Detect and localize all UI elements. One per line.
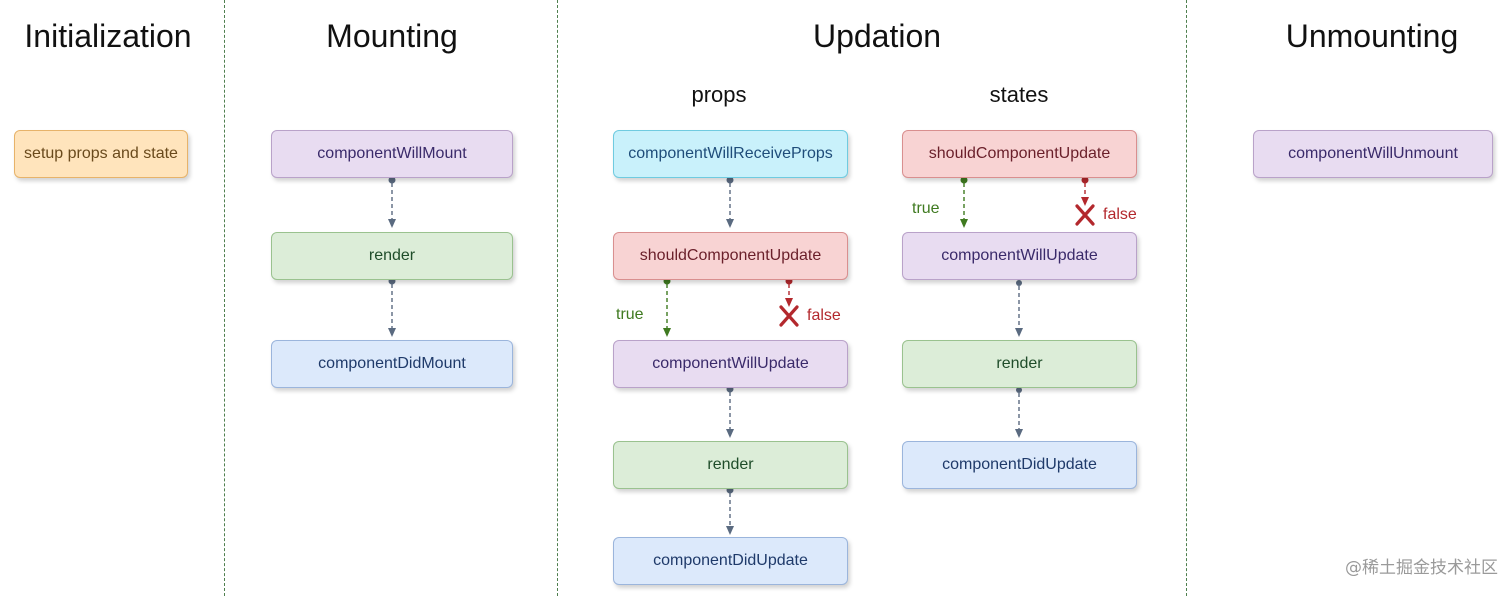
box-setup-props-state: setup props and state — [14, 130, 188, 178]
divider-2 — [557, 0, 558, 596]
box-states-component-did-update: componentDidUpdate — [902, 441, 1137, 489]
box-props-should-component-update: shouldComponentUpdate — [613, 232, 848, 280]
arrow-willmount-render — [388, 176, 396, 228]
phase-title-initialization: Initialization — [24, 18, 192, 54]
arrow-states-false — [1081, 176, 1089, 206]
arrow-props-render-didupdate — [726, 486, 734, 535]
divider-1 — [224, 0, 225, 596]
phase-title-mounting: Mounting — [326, 18, 458, 54]
box-component-will-receive-props: componentWillReceiveProps — [613, 130, 848, 178]
box-states-render: render — [902, 340, 1137, 388]
true-label-props: true — [616, 306, 644, 323]
box-states-component-will-update: componentWillUpdate — [902, 232, 1137, 280]
false-x-icon-states — [1075, 204, 1095, 226]
false-x-icon-props — [779, 305, 799, 327]
sub-title-props: props — [691, 82, 747, 107]
arrow-states-render-didupdate — [1015, 387, 1023, 438]
box-props-render: render — [613, 441, 848, 489]
true-label-states: true — [912, 200, 940, 217]
arrow-render-didmount — [388, 277, 396, 337]
box-component-will-unmount: componentWillUnmount — [1253, 130, 1493, 178]
false-label-states: false — [1103, 206, 1137, 223]
box-component-did-mount: componentDidMount — [271, 340, 513, 388]
arrow-receiveprops-shouldupdate — [726, 176, 734, 228]
box-component-will-mount: componentWillMount — [271, 130, 513, 178]
box-mounting-render: render — [271, 232, 513, 280]
arrow-props-willupdate-render — [726, 385, 734, 438]
watermark: @稀土掘金技术社区 — [1345, 558, 1498, 578]
arrow-states-willupdate-render — [1015, 280, 1023, 337]
sub-title-states: states — [989, 82, 1049, 107]
divider-3 — [1186, 0, 1187, 596]
arrow-states-true — [960, 176, 968, 228]
phase-title-updation: Updation — [812, 18, 942, 54]
arrow-props-true — [663, 277, 671, 337]
box-props-component-did-update: componentDidUpdate — [613, 537, 848, 585]
box-states-should-component-update: shouldComponentUpdate — [902, 130, 1137, 178]
arrow-props-false — [785, 277, 793, 307]
phase-title-unmounting: Unmounting — [1285, 18, 1459, 54]
box-props-component-will-update: componentWillUpdate — [613, 340, 848, 388]
false-label-props: false — [807, 307, 841, 324]
